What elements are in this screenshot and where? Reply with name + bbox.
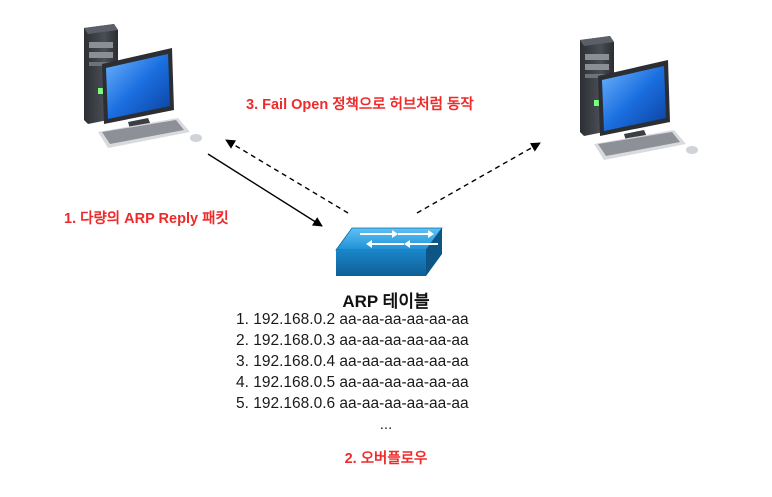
arp-reply-label: 1. 다량의 ARP Reply 패킷 bbox=[64, 211, 229, 227]
arp-table-row: 5. 192.168.0.6 aa-aa-aa-aa-aa-aa bbox=[236, 395, 469, 412]
arp-reply-arrow bbox=[207, 153, 323, 227]
overflow-label: 2. 오버플로우 bbox=[344, 451, 428, 467]
arp-table-row: 4. 192.168.0.5 aa-aa-aa-aa-aa-aa bbox=[236, 374, 469, 391]
arp-table: 1. 192.168.0.2 aa-aa-aa-aa-aa-aa 2. 192.… bbox=[236, 309, 556, 414]
right-computer-icon bbox=[580, 36, 698, 160]
arp-table-ellipsis: ... bbox=[379, 416, 393, 433]
arp-table-row: 2. 192.168.0.3 aa-aa-aa-aa-aa-aa bbox=[236, 332, 469, 349]
arp-table-row: 1. 192.168.0.2 aa-aa-aa-aa-aa-aa bbox=[236, 311, 469, 328]
hub-forward-arrow-right bbox=[416, 142, 541, 214]
hub-forward-arrow-left bbox=[225, 139, 349, 214]
fail-open-label: 3. Fail Open 정책으로 허브처럼 동작 bbox=[246, 97, 474, 113]
arp-table-row: 3. 192.168.0.4 aa-aa-aa-aa-aa-aa bbox=[236, 353, 469, 370]
arp-table-title: ARP 테이블 bbox=[342, 292, 430, 311]
network-switch-icon bbox=[335, 227, 443, 276]
left-computer-icon bbox=[84, 24, 202, 148]
